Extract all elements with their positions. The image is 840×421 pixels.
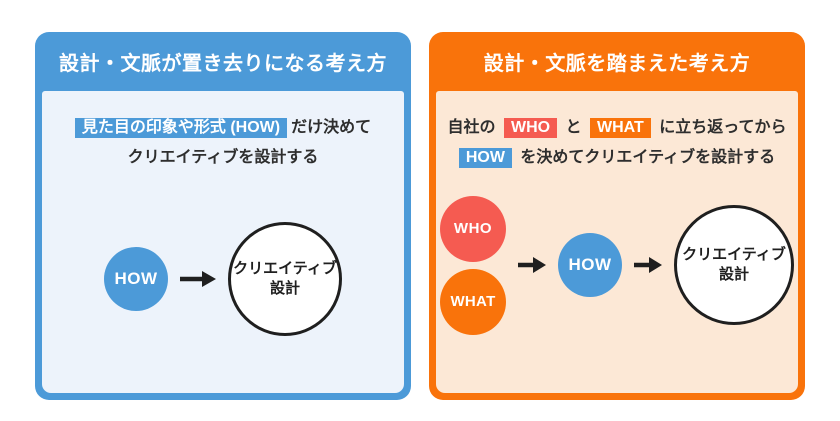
highlight-how-phrase: 見た目の印象や形式 (HOW) — [74, 118, 288, 138]
how-circle: HOW — [558, 233, 622, 298]
creative-design-line2: 設計 — [269, 279, 300, 297]
left-lead-text: 見た目の印象や形式 (HOW)だけ決めて クリエイティブを設計する — [42, 113, 404, 174]
left-panel-title: 設計・文脈が置き去りになる考え方 — [59, 53, 387, 75]
left-panel: 設計・文脈が置き去りになる考え方 見た目の印象や形式 (HOW)だけ決めて クリ… — [35, 32, 411, 400]
lead-after-highlight: だけ決めて — [291, 119, 372, 136]
how-circle: HOW — [104, 246, 168, 311]
highlight-how: HOW — [458, 148, 512, 169]
highlight-what: WHAT — [590, 118, 651, 138]
lead-suffix1: に立ち返ってから — [659, 119, 787, 136]
highlight-who: WHO — [503, 118, 558, 138]
creative-design-circle: クリエイティブ 設計 — [674, 205, 794, 326]
lead-prefix: 自社の — [447, 119, 496, 136]
left-flow-diagram: HOW クリエイティブ 設計 — [42, 221, 404, 336]
creative-design-line1: クリエイティブ — [233, 259, 337, 277]
right-flow-diagram: WHO WHAT HOW クリエイティブ 設計 — [436, 195, 798, 335]
right-panel-header: 設計・文脈を踏まえた考え方 — [429, 32, 805, 91]
lead-conjunction: と — [565, 119, 582, 136]
creative-design-line2: 設計 — [718, 266, 749, 284]
right-lead-text: 自社の WHO と WHAT に立ち返ってから HOW を決めてクリエイティブを… — [436, 113, 798, 174]
right-panel-body: 自社の WHO と WHAT に立ち返ってから HOW を決めてクリエイティブを… — [436, 91, 798, 393]
right-panel-title: 設計・文脈を踏まえた考え方 — [483, 53, 751, 75]
left-panel-body: 見た目の印象や形式 (HOW)だけ決めて クリエイティブを設計する HOW クリ… — [42, 91, 404, 393]
creative-design-line1: クリエイティブ — [682, 246, 786, 264]
what-circle: WHAT — [440, 268, 506, 335]
right-panel: 設計・文脈を踏まえた考え方 自社の WHO と WHAT に立ち返ってから HO… — [429, 32, 805, 400]
right-arrow-icon — [634, 257, 662, 274]
right-arrow-icon — [180, 270, 216, 287]
left-panel-header: 設計・文脈が置き去りになる考え方 — [35, 32, 411, 91]
right-arrow-icon — [518, 257, 546, 274]
creative-design-circle: クリエイティブ 設計 — [228, 221, 342, 336]
who-what-stack: WHO WHAT — [440, 195, 506, 335]
lead-suffix2: を決めてクリエイティブを設計する — [520, 149, 776, 167]
lead-line2: クリエイティブを設計する — [127, 149, 319, 167]
who-circle: WHO — [440, 195, 506, 262]
